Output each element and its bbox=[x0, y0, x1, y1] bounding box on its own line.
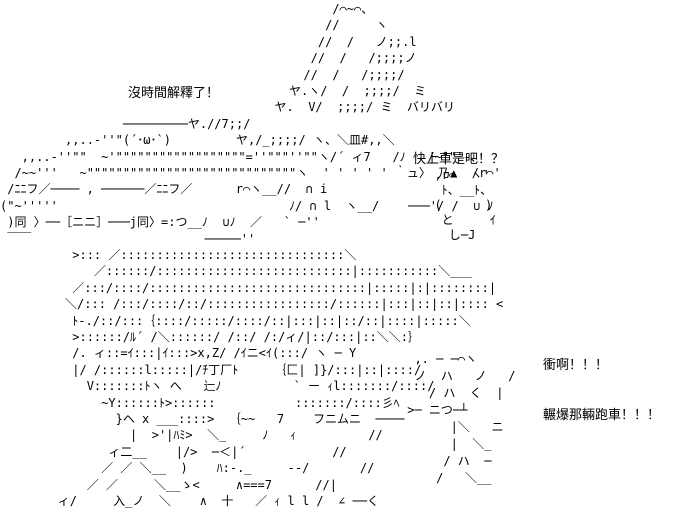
ascii-art-line: / ハ ─ bbox=[400, 454, 492, 468]
ascii-art-line: V:::::::ﾄヽ へ 辷ﾉ ` ー ｨl:::::::/::::/ bbox=[0, 379, 435, 394]
ascii-art-line: // / /;;;;/ bbox=[0, 67, 405, 82]
ascii-art-line: ~Y::::::ﾄ>:::::: :::::::/::::彡ﾍ bbox=[0, 395, 400, 410]
ascii-art-line: ("~''''' ﾉ/ ∩ l ヽ__/ ───'/ / ∪ ﾉ bbox=[0, 198, 494, 213]
ascii-art-line: /~~''' ~"""""""""""""""""""""""""""""ヽ '… bbox=[0, 166, 516, 180]
caption-crush-sports-car: 輾爆那輛跑車！！！ bbox=[543, 408, 661, 423]
ascii-art-line: )同 〉──［ニニ］───j同〉=:つ__ﾉ ∪ﾉ ／ ` ─'' bbox=[0, 215, 320, 230]
ascii-art-line: ( ) bbox=[420, 198, 493, 212]
ascii-art-line: ,,..-''"" ~'""""""""""""""""""=''"""''""… bbox=[0, 149, 477, 164]
ascii-art-line: /. ィ::=ｲ:::|ｲ:::>x,Z/ /ｲニ<ｲ(:::/ ヽ ─ Y bbox=[0, 346, 357, 361]
ascii-art-line: | >'|ﾊﾐ> ＼_ ﾉ ｨ // bbox=[0, 428, 383, 443]
ascii-art-line: ヤ. V/ ;;;;/ ミ バリバリ bbox=[0, 100, 455, 115]
ascii-art-line: ￣￣ ─────'' bbox=[0, 231, 256, 246]
ascii-art-line: ,,..-''"(´･ω･`) ヤ,/_;;;;/ ヽ、＼皿#,,＼ bbox=[0, 133, 395, 148]
ascii-art-line: ﾄ-./::/:::｛::::/:::::/::::/::|:::|::|::/… bbox=[0, 313, 471, 328]
ascii-art-line: ／ ／ ＼__ゝ< ∧===7 //| bbox=[0, 477, 337, 492]
ascii-art-line: // / /;;;;ノ bbox=[0, 51, 417, 66]
ascii-art-line: >::: ／:::::::::::::::::::::::::::::::＼ bbox=[0, 248, 357, 262]
ascii-art-line: ノ ハ ノ / bbox=[400, 369, 516, 383]
ascii-art-line: / ハ く | bbox=[400, 386, 504, 400]
ascii-art-line: // ヽ bbox=[0, 18, 388, 33]
ascii-art-line: / ＼__ bbox=[400, 471, 492, 485]
ascii-art-line: と ｲ bbox=[420, 213, 496, 227]
ascii-art-line: ,r⌒ ヽ' bbox=[420, 168, 490, 182]
ascii-art-line: ／ ／ ＼__ ) ﾊ:‐._ ‐-/ // bbox=[0, 461, 375, 476]
ascii-art-line: ﾄ、__ﾄ、 bbox=[420, 183, 493, 197]
caption-charge: 衝啊！！！ bbox=[543, 358, 609, 373]
ascii-art-line: | ＼_ bbox=[400, 437, 492, 451]
ascii-art-line: ィ/ 入_ノ ＼ ∧ 十 ／ ｨ l l / ∠ ──く bbox=[0, 494, 379, 508]
ascii-art-line: ／::::::/:::::::::::::::::::::::::::|::::… bbox=[0, 264, 472, 279]
ascii-art-line: ヤ.ヽ/ / ;;;;/ ミ bbox=[0, 84, 427, 98]
caption-get-in-the-car: 快上車是吧！？ bbox=[413, 152, 505, 167]
caption-no-time-to-explain: 沒時間解釋了！ bbox=[128, 86, 220, 101]
ascii-art-line: |/ /::::::l:::::|/ﾁ丁厂ﾄ ｛匚| ]}/:::|::|:::… bbox=[0, 362, 422, 377]
ascii-art-line: し─J bbox=[420, 228, 476, 242]
ascii-art-line: ,. ─ ─⌒ヽ bbox=[400, 352, 478, 366]
ascii-art-line: }ヘ x ___::::> ｛~~ 7 フニムニ ──── bbox=[0, 412, 405, 426]
ascii-art-line: // / ノ;;.l bbox=[0, 34, 417, 49]
ascii-art-line: |＼ ニ bbox=[400, 420, 504, 434]
ascii-art-line: ィ二__ |/> ─＜|´ // bbox=[0, 444, 347, 459]
ascii-art-line: /ﾆﾆフ／──── , ──────／ﾆﾆフ／ r⌒ヽ__// ∩ i bbox=[0, 182, 328, 197]
ascii-art-line: /⌒~⌒、 bbox=[0, 2, 374, 16]
ascii-art-line: >::::::/ﾙ´ /＼::::::/ /::/ /:/ィ/|::/:::|:… bbox=[0, 330, 421, 344]
ascii-art-line: >─ ニつ─┴ bbox=[400, 403, 468, 417]
ascii-art-line: ＼/::: /:::/::::/::/:::::::::::::::::/:::… bbox=[0, 297, 504, 312]
ascii-art-line: ─────────ヤ.//7;;/ bbox=[0, 116, 251, 131]
ascii-art-line: ／:::/::::/::::::::::::::::::::::::::::::… bbox=[0, 280, 497, 295]
